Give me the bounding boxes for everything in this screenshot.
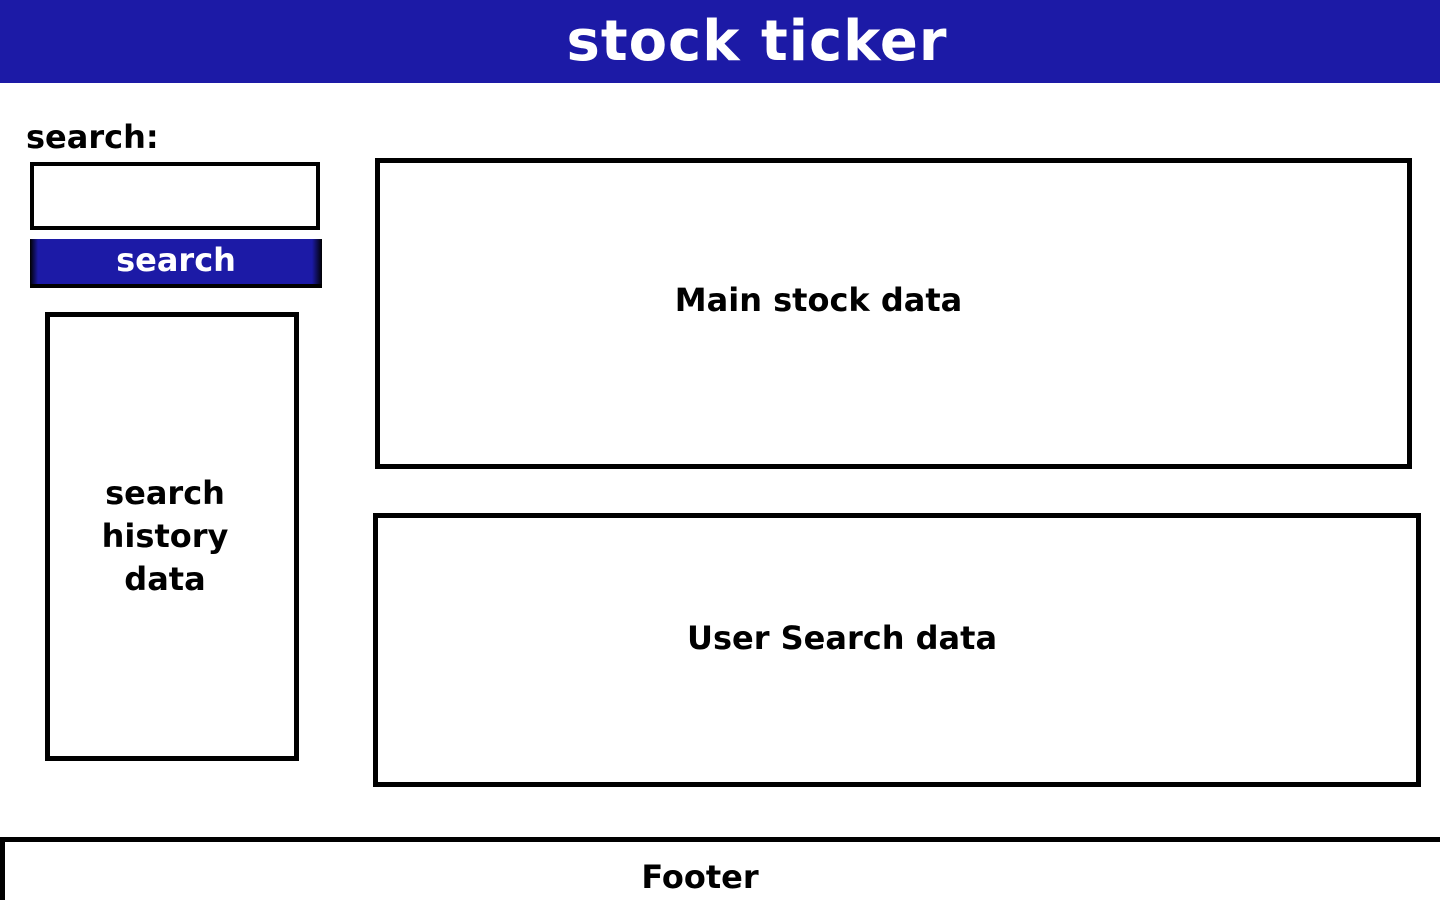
footer: Footer bbox=[0, 837, 1440, 900]
main-stock-label: Main stock data bbox=[674, 281, 963, 319]
app-title: stock ticker bbox=[566, 8, 948, 74]
app-header: stock ticker bbox=[0, 0, 1440, 83]
search-label: search: bbox=[26, 118, 159, 156]
search-button[interactable]: search bbox=[30, 239, 322, 288]
footer-label: Footer bbox=[641, 858, 759, 896]
search-history-label: search history data bbox=[101, 474, 229, 598]
search-history-panel: search history data bbox=[45, 312, 299, 761]
main-stock-panel: Main stock data bbox=[375, 158, 1412, 469]
search-input[interactable] bbox=[30, 162, 320, 230]
user-search-label: User Search data bbox=[686, 619, 998, 657]
user-search-panel: User Search data bbox=[373, 513, 1421, 787]
